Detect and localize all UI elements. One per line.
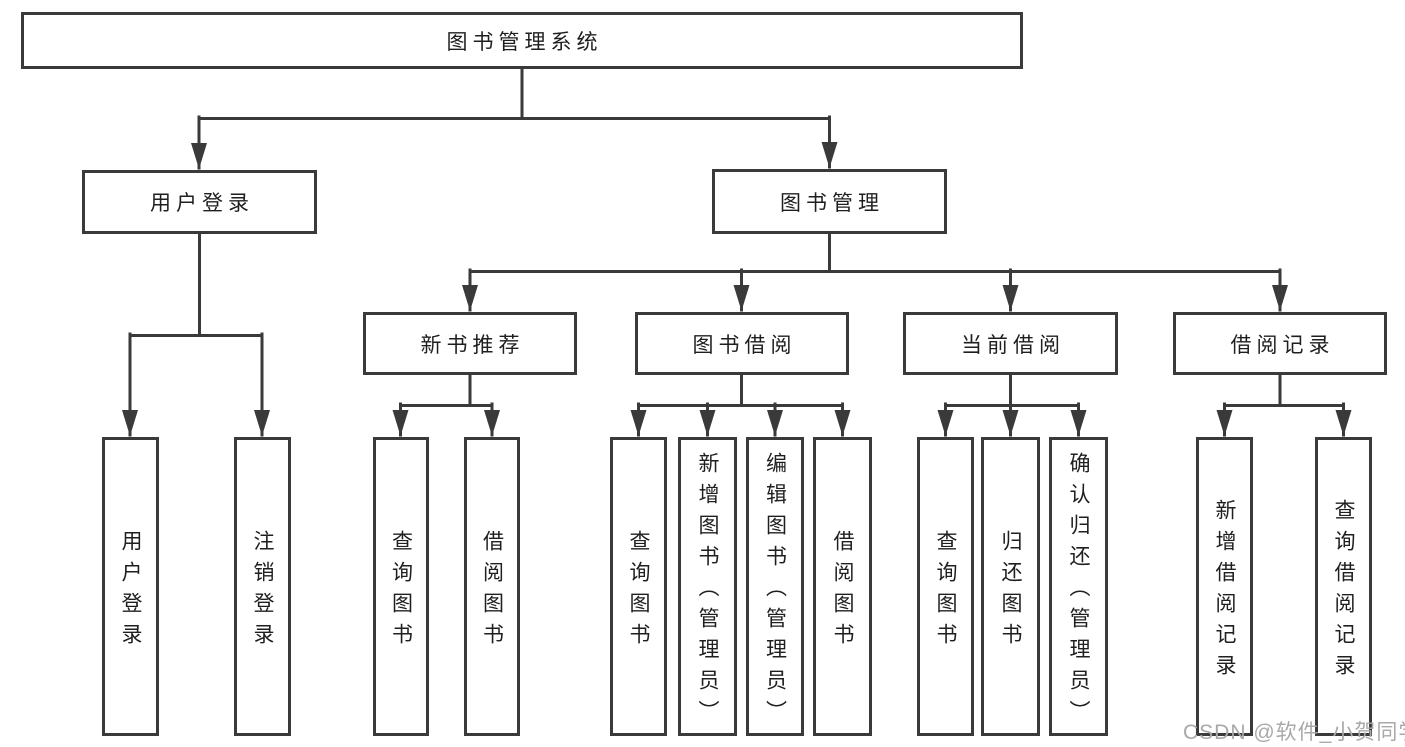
node-user-login: 用户登录 [82,170,317,234]
leaf-confirm-return-admin: 确认归还（管理员） [1049,437,1108,736]
node-library-management-system: 图书管理系统 [21,12,1023,69]
leaf-borrow-books-recommend: 借阅图书 [464,437,520,736]
leaf-label: 编辑图书（管理员） [763,452,787,731]
node-label: 用户登录 [150,192,254,215]
leaf-label: 借阅图书 [831,529,854,654]
node-label: 图书管理系统 [446,30,603,54]
leaf-query-books-current: 查询图书 [917,437,974,736]
node-label: 当前借阅 [961,333,1065,357]
leaf-edit-books-admin: 编辑图书（管理员） [746,437,804,736]
leaf-label: 归还图书 [999,529,1022,654]
leaf-label: 注销登录 [251,529,274,654]
leaf-add-books-admin: 新增图书（管理员） [678,437,737,736]
node-label: 图书管理 [780,191,884,215]
node-label: 新书推荐 [420,333,525,357]
leaf-add-borrowing-record: 新增借阅记录 [1196,437,1253,736]
leaf-logout: 注销登录 [234,437,291,736]
leaf-return-books: 归还图书 [981,437,1040,736]
leaf-label: 查询图书 [934,529,957,654]
csdn-watermark: CSDN @软件_小贺同学 [1183,721,1405,744]
leaf-query-books-borrow: 查询图书 [610,437,667,736]
leaf-label: 查询图书 [627,529,650,654]
leaf-query-books-recommend: 查询图书 [373,437,429,736]
leaf-borrow-books: 借阅图书 [813,437,872,736]
leaf-label: 新增借阅记录 [1213,498,1236,685]
node-current-borrowing: 当前借阅 [903,312,1118,375]
leaf-query-borrowing-record: 查询借阅记录 [1315,437,1372,736]
node-label: 借阅记录 [1230,333,1335,357]
leaf-label: 用户登录 [119,529,142,654]
leaf-label: 借阅图书 [480,529,504,654]
leaf-label: 新增图书（管理员） [696,452,719,731]
leaf-label: 查询图书 [389,529,413,654]
node-borrowing-records: 借阅记录 [1173,312,1387,375]
node-new-book-recommendation: 新书推荐 [363,312,577,375]
node-book-management: 图书管理 [712,169,947,234]
leaf-label: 查询借阅记录 [1332,498,1355,685]
node-book-borrowing: 图书借阅 [635,312,849,375]
leaf-user-login: 用户登录 [102,437,159,736]
node-label: 图书借阅 [692,333,797,357]
leaf-label: 确认归还（管理员） [1067,452,1090,731]
